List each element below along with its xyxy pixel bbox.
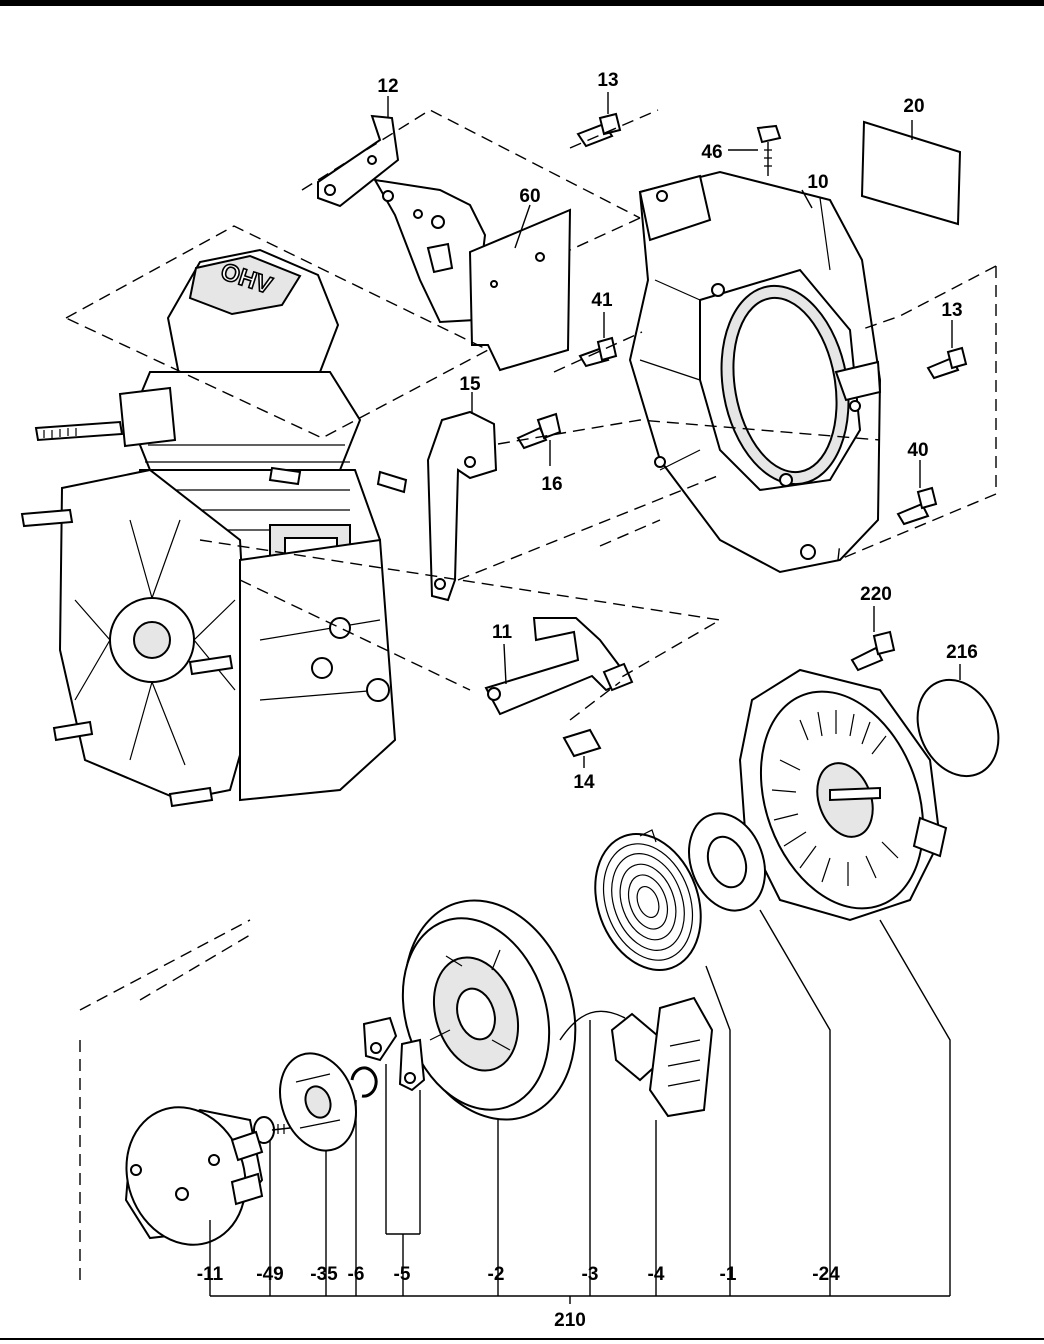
pulley-assembly <box>401 899 714 1121</box>
pawls <box>362 1016 426 1092</box>
label-bottom-6: -6 <box>348 1264 365 1285</box>
plate-60 <box>468 204 572 372</box>
label-12: 12 <box>377 76 398 97</box>
label-13-top: 13 <box>597 70 618 91</box>
blower-housing-10 <box>628 170 882 574</box>
starter-housing <box>738 668 948 922</box>
label-20: 20 <box>903 96 924 117</box>
label-41: 41 <box>591 290 613 311</box>
decal-20 <box>860 120 962 226</box>
label-bottom-11: -11 <box>197 1264 224 1285</box>
screw-49 <box>253 1116 291 1144</box>
label-bottom-49: -49 <box>256 1264 283 1285</box>
part-labels: 12 13 20 46 10 60 41 13 15 16 40 220 216… <box>197 70 978 1331</box>
label-216: 216 <box>946 642 978 663</box>
label-46: 46 <box>701 142 722 163</box>
label-13-right: 13 <box>941 300 962 321</box>
bracket-11 <box>484 617 634 716</box>
label-60: 60 <box>519 186 540 207</box>
label-15: 15 <box>459 374 481 395</box>
engine-block: OHV <box>20 248 408 808</box>
bolt-16 <box>516 412 562 466</box>
bolt-41 <box>578 312 618 368</box>
top-rule <box>0 0 1044 6</box>
recoil-spring <box>594 829 702 971</box>
label-16: 16 <box>541 474 562 495</box>
label-bottom-4: -4 <box>648 1264 665 1285</box>
label-bottom-24: -24 <box>812 1264 840 1285</box>
label-bottom-3: -3 <box>582 1264 599 1285</box>
bolt-13-top <box>576 92 622 148</box>
label-220: 220 <box>860 584 892 605</box>
bracket-15 <box>426 392 498 602</box>
label-11: 11 <box>492 622 513 643</box>
bolt-14 <box>562 728 602 768</box>
bracket-12 <box>317 96 400 208</box>
snap-ring <box>350 1066 378 1098</box>
bolt-40 <box>896 460 938 526</box>
label-bottom-2: -2 <box>488 1264 505 1285</box>
dashed-guide-lines <box>64 109 997 1282</box>
leader-lines <box>209 909 951 1304</box>
label-210: 210 <box>554 1310 586 1331</box>
label-bottom-5: -5 <box>394 1264 411 1285</box>
ratchet-plate <box>279 1052 357 1152</box>
bolt-46 <box>728 124 782 176</box>
label-bottom-1: -1 <box>720 1264 737 1285</box>
label-10: 10 <box>807 172 828 193</box>
starter-cup <box>124 1106 264 1246</box>
bolt-220 <box>850 606 896 672</box>
bottom-rule <box>0 1338 1044 1340</box>
throttle-plate <box>373 178 487 324</box>
label-bottom-35: -35 <box>310 1264 338 1285</box>
label-40: 40 <box>907 440 928 461</box>
label-14: 14 <box>573 772 595 793</box>
washer <box>688 812 766 912</box>
disc-216 <box>916 664 1000 778</box>
bolt-13-right <box>926 320 968 380</box>
